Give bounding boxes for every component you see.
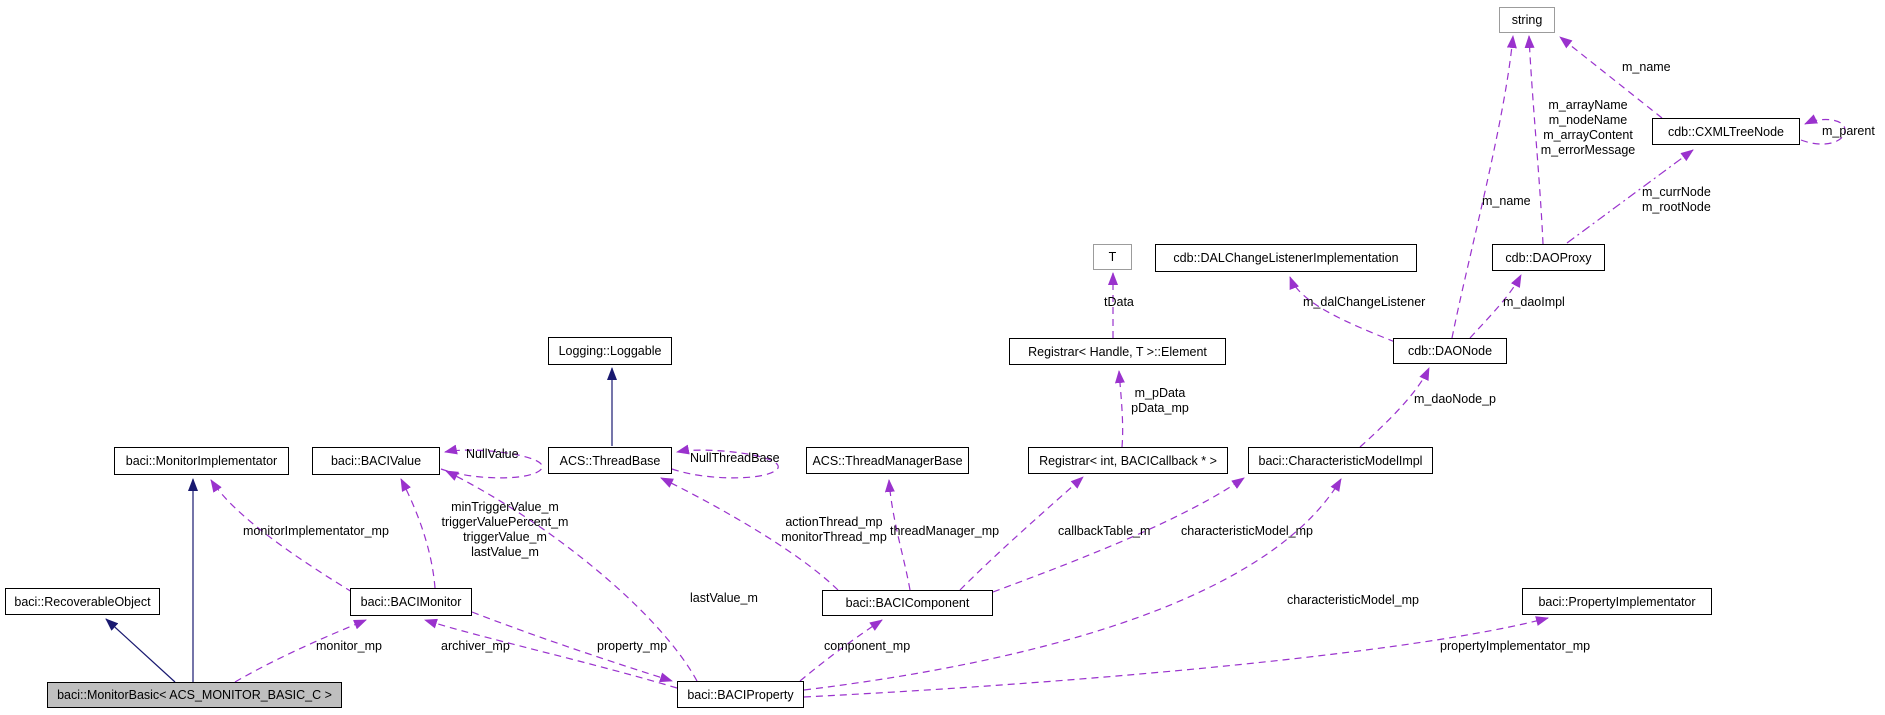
edge-nullvalue-selfloop (440, 444, 543, 479)
edge-characteristicmodel-mp-component (992, 477, 1245, 593)
node-registrar-element[interactable]: Registrar< Handle, T >::Element (1009, 338, 1226, 365)
edge-label-m-arrayname-bundle: m_arrayName m_nodeName m_arrayContent m_… (1540, 98, 1636, 157)
node-loggable[interactable]: Logging::Loggable (548, 337, 672, 365)
edge-m-daoimpl (1469, 274, 1522, 339)
node-registrar-int[interactable]: Registrar< int, BACICallback * > (1028, 447, 1228, 474)
edge-m-pdata (1114, 370, 1125, 448)
edge-label-archiver-mp: archiver_mp (441, 639, 510, 653)
edge-label-characteristicmodel-mp-lower: characteristicModel_mp (1287, 593, 1419, 607)
node-daonode[interactable]: cdb::DAONode (1393, 338, 1507, 364)
node-propertyimplementator[interactable]: baci::PropertyImplementator (1522, 588, 1712, 615)
node-t: T (1093, 244, 1132, 270)
edge-label-m-daoimpl: m_daoImpl (1503, 295, 1565, 309)
edge-monitorimplementator-mp (210, 479, 353, 593)
edge-characteristicmodel-mp-property (803, 478, 1342, 691)
edge-m-currnode-m-rootnode (1566, 149, 1694, 244)
edge-m-parent-selfloop (1800, 114, 1846, 145)
edge-label-m-currnode: m_currNode m_rootNode (1642, 185, 1711, 214)
edge-label-m-pdata: m_pData pData_mp (1131, 386, 1189, 415)
node-bacimonitor[interactable]: baci::BACIMonitor (350, 588, 472, 616)
edge-nullthreadbase-selfloop (671, 444, 779, 479)
edge-monitor-mp (234, 619, 367, 683)
edge-label-monitor-mp: monitor_mp (316, 639, 382, 653)
edge-label-component-mp: component_mp (824, 639, 911, 653)
node-daoproxy[interactable]: cdb::DAOProxy (1492, 244, 1605, 271)
node-bacicomponent[interactable]: baci::BACIComponent (822, 590, 993, 616)
edge-label-actionthread-mp: actionThread_mp monitorThread_mp (781, 515, 887, 544)
edge-property-mp (471, 611, 673, 683)
edge-component-mp (799, 619, 883, 682)
edge-m-dalchangelistener (1289, 276, 1396, 343)
node-string: string (1499, 7, 1555, 33)
edge-label-m-dalchangelistener: m_dalChangeListener (1303, 295, 1426, 309)
edge-propertyimplementator-mp (803, 616, 1549, 698)
edge-label-m-name-daonode: m_name (1482, 194, 1531, 208)
edge-label-m-name-cxml: m_name (1622, 60, 1671, 74)
edge-m-name-daonode-string (1451, 35, 1517, 339)
edge-label-lastvalue-m: lastValue_m (690, 591, 758, 605)
node-monitorimplementator[interactable]: baci::MonitorImplementator (114, 447, 289, 475)
node-dalchangelistener[interactable]: cdb::DALChangeListenerImplementation (1155, 244, 1417, 272)
edge-label-propertyimplementator-mp: propertyImplementator_mp (1440, 639, 1591, 653)
edge-label-m-parent: m_parent (1822, 124, 1875, 138)
node-bacivalue[interactable]: baci::BACIValue (312, 447, 440, 475)
node-cxmltreenode[interactable]: cdb::CXMLTreeNode (1652, 118, 1800, 145)
node-threadbase[interactable]: ACS::ThreadBase (548, 447, 672, 474)
node-monitorbasic: baci::MonitorBasic< ACS_MONITOR_BASIC_C … (47, 682, 342, 708)
edge-actionthread-mp (660, 477, 839, 591)
edge-inherit-monitorbasic-recoverableobject (105, 618, 176, 683)
node-baciproperty[interactable]: baci::BACIProperty (677, 681, 804, 708)
edge-label-characteristicmodel-mp-upper: characteristicModel_mp (1181, 524, 1313, 538)
edge-label-tdata: tData (1104, 295, 1134, 309)
edge-archiver-mp (424, 618, 678, 689)
node-threadmanagerbase[interactable]: ACS::ThreadManagerBase (806, 447, 969, 474)
edge-label-mintriggervalue: minTriggerValue_m triggerValuePercent_m … (441, 500, 569, 559)
edge-label-threadmanager-mp: threadManager_mp (890, 524, 1000, 538)
node-characteristicmodelimpl[interactable]: baci::CharacteristicModelImpl (1248, 447, 1433, 474)
edge-label-monitorimplementator-mp: monitorImplementator_mp (243, 524, 389, 538)
edge-mintriggervalue-m (400, 478, 436, 589)
edge-label-m-daonode-p: m_daoNode_p (1414, 392, 1497, 406)
edge-label-nullthreadbase: NullThreadBase (690, 451, 780, 465)
edge-m-name-cxml-string (1559, 36, 1663, 119)
edge-threadmanager-mp (884, 479, 911, 591)
edge-callbacktable-m (959, 476, 1084, 591)
edge-label-nullvalue: NullValue (466, 447, 519, 461)
edge-label-property-mp: property_mp (597, 639, 668, 653)
edge-m-daonode-p (1359, 367, 1430, 448)
edge-label-callbacktable-m: callbackTable_m (1058, 524, 1151, 538)
edge-m-arrayname-bundle (1524, 35, 1544, 245)
node-recoverableobject[interactable]: baci::RecoverableObject (5, 588, 160, 615)
